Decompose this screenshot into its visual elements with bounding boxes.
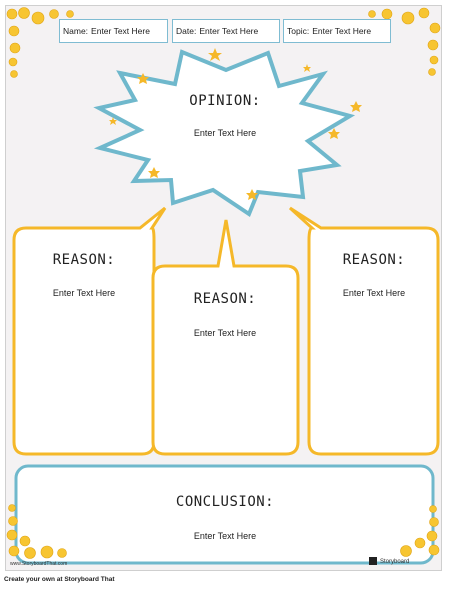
emoji-icon [66,10,74,18]
star-icon [246,189,258,200]
emoji-icon [6,8,18,20]
date-label: Date: [176,26,197,36]
emoji-icon [8,516,18,526]
conclusion-text[interactable]: Enter Text Here [193,531,257,541]
emoji-icon [428,544,440,556]
emoji-icon [418,7,430,19]
date-value: Enter Text Here [199,26,259,36]
topic-label: Topic: [287,26,310,36]
topic-field[interactable]: Topic: Enter Text Here [283,19,391,43]
emoji-icon [400,545,412,557]
star-icon [328,128,340,139]
emoji-icon [10,70,18,78]
emoji-icon [24,547,36,559]
emoji-icon [401,11,415,25]
emoji-icon [429,55,439,65]
name-label: Name: [63,26,89,36]
emoji-icon [429,517,439,527]
emoji-icon [9,42,21,54]
storyboard-logo-icon [369,557,377,565]
reason-bubble-left-shape [12,206,167,456]
emoji-icon [8,57,18,67]
emoji-icon [8,545,20,557]
date-field[interactable]: Date: Enter Text Here [172,19,280,43]
emoji-icon [368,10,376,18]
emoji-decoration-bottom-right [400,505,440,557]
emoji-icon [427,39,439,51]
emoji-icon [8,25,20,37]
emoji-icon [8,504,16,512]
emoji-icon [428,68,436,76]
emoji-icon [31,11,45,25]
topic-value: Enter Text Here [312,26,372,36]
reason-middle-text[interactable]: Enter Text Here [193,328,257,338]
emoji-decoration-bottom-left [6,504,67,559]
emoji-decoration-top-right [368,7,441,76]
watermark-left: www.StoryboardThat.com [10,561,68,567]
star-icon [148,167,160,178]
emoji-icon [18,7,30,19]
emoji-icon [429,505,437,513]
footer-link[interactable]: Create your own at Storyboard That [4,576,115,583]
star-icon [303,64,311,72]
star-icon-group [109,48,362,200]
emoji-icon [49,9,59,19]
opinion-heading: OPINION: [189,93,261,109]
emoji-icon [40,545,54,559]
emoji-icon [414,537,426,549]
reason-bubble-middle-shape [151,219,300,456]
star-icon [350,101,362,112]
emoji-icon [381,8,393,20]
reason-bubble-right-shape [288,206,440,456]
emoji-icon [429,22,441,34]
watermark-right: Storyboard [380,559,410,565]
emoji-decoration-top-left [6,7,74,78]
emoji-icon [19,535,31,547]
conclusion-box-shape [14,464,435,565]
reason-right-heading: REASON: [342,252,406,268]
reason-left-text[interactable]: Enter Text Here [52,288,116,298]
opinion-text[interactable]: Enter Text Here [193,128,257,138]
star-icon [208,48,222,61]
reason-middle-heading: REASON: [193,291,257,307]
conclusion-heading: CONCLUSION: [175,494,275,510]
opinion-burst-shape [93,49,356,218]
emoji-icon [426,530,438,542]
reason-left-heading: REASON: [52,252,116,268]
emoji-icon [6,529,18,541]
name-field[interactable]: Name: Enter Text Here [59,19,168,43]
reason-right-text[interactable]: Enter Text Here [342,288,406,298]
star-icon [137,73,149,84]
star-icon [109,117,117,125]
name-value: Enter Text Here [91,26,150,36]
emoji-icon [57,548,67,558]
